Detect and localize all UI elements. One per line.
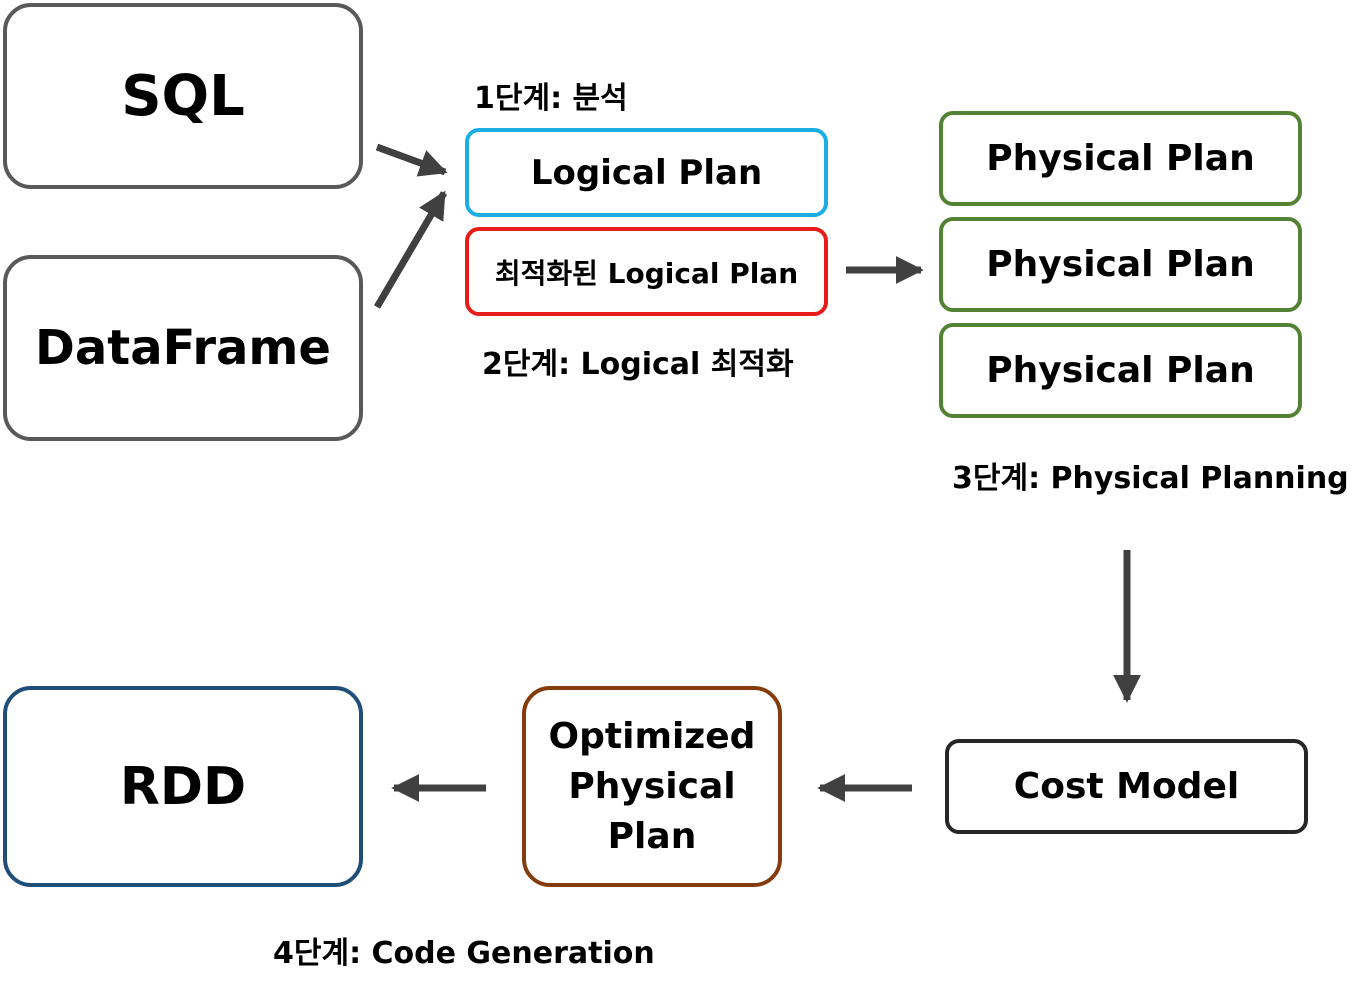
cost-model-label: Cost Model [1013,766,1240,807]
optimized-physical-plan-line: Physical [568,765,736,807]
dataframe-label: DataFrame [35,320,331,376]
stage4-label: 4단계: Code Generation [273,936,655,971]
rdd-box: RDD [3,686,363,887]
physical-plan-label: Physical Plan [986,138,1255,179]
optimized-physical-plan-line: Optimized [548,715,756,757]
physical-plan-box: Physical Plan [939,323,1302,418]
physical-plan-box: Physical Plan [939,111,1302,206]
optimized-logical-plan-label: 최적화된 Logical Plan [494,256,799,290]
physical-plan-label: Physical Plan [986,350,1255,391]
stage3-label: 3단계: Physical Planning [952,461,1349,496]
dataframe-box: DataFrame [3,255,363,441]
logical-plan-label: Logical Plan [530,152,763,193]
physical-plan-label: Physical Plan [986,244,1255,285]
optimized-physical-plan-line: Plan [607,815,697,857]
logical-plan-box: Logical Plan [465,128,828,217]
stage2-label: 2단계: Logical 최적화 [482,347,794,382]
physical-plan-box: Physical Plan [939,217,1302,312]
optimized-logical-plan-box: 최적화된 Logical Plan [465,227,828,316]
arrow-sql-to-logical [375,143,448,177]
sql-label: SQL [121,63,245,129]
optimized-physical-plan-box: Optimized Physical Plan [522,686,782,887]
sql-box: SQL [3,3,363,189]
stage1-label: 1단계: 분석 [474,81,628,116]
arrow-dataframe-to-logical [373,190,448,309]
rdd-label: RDD [119,756,247,817]
cost-model-box: Cost Model [945,739,1308,834]
